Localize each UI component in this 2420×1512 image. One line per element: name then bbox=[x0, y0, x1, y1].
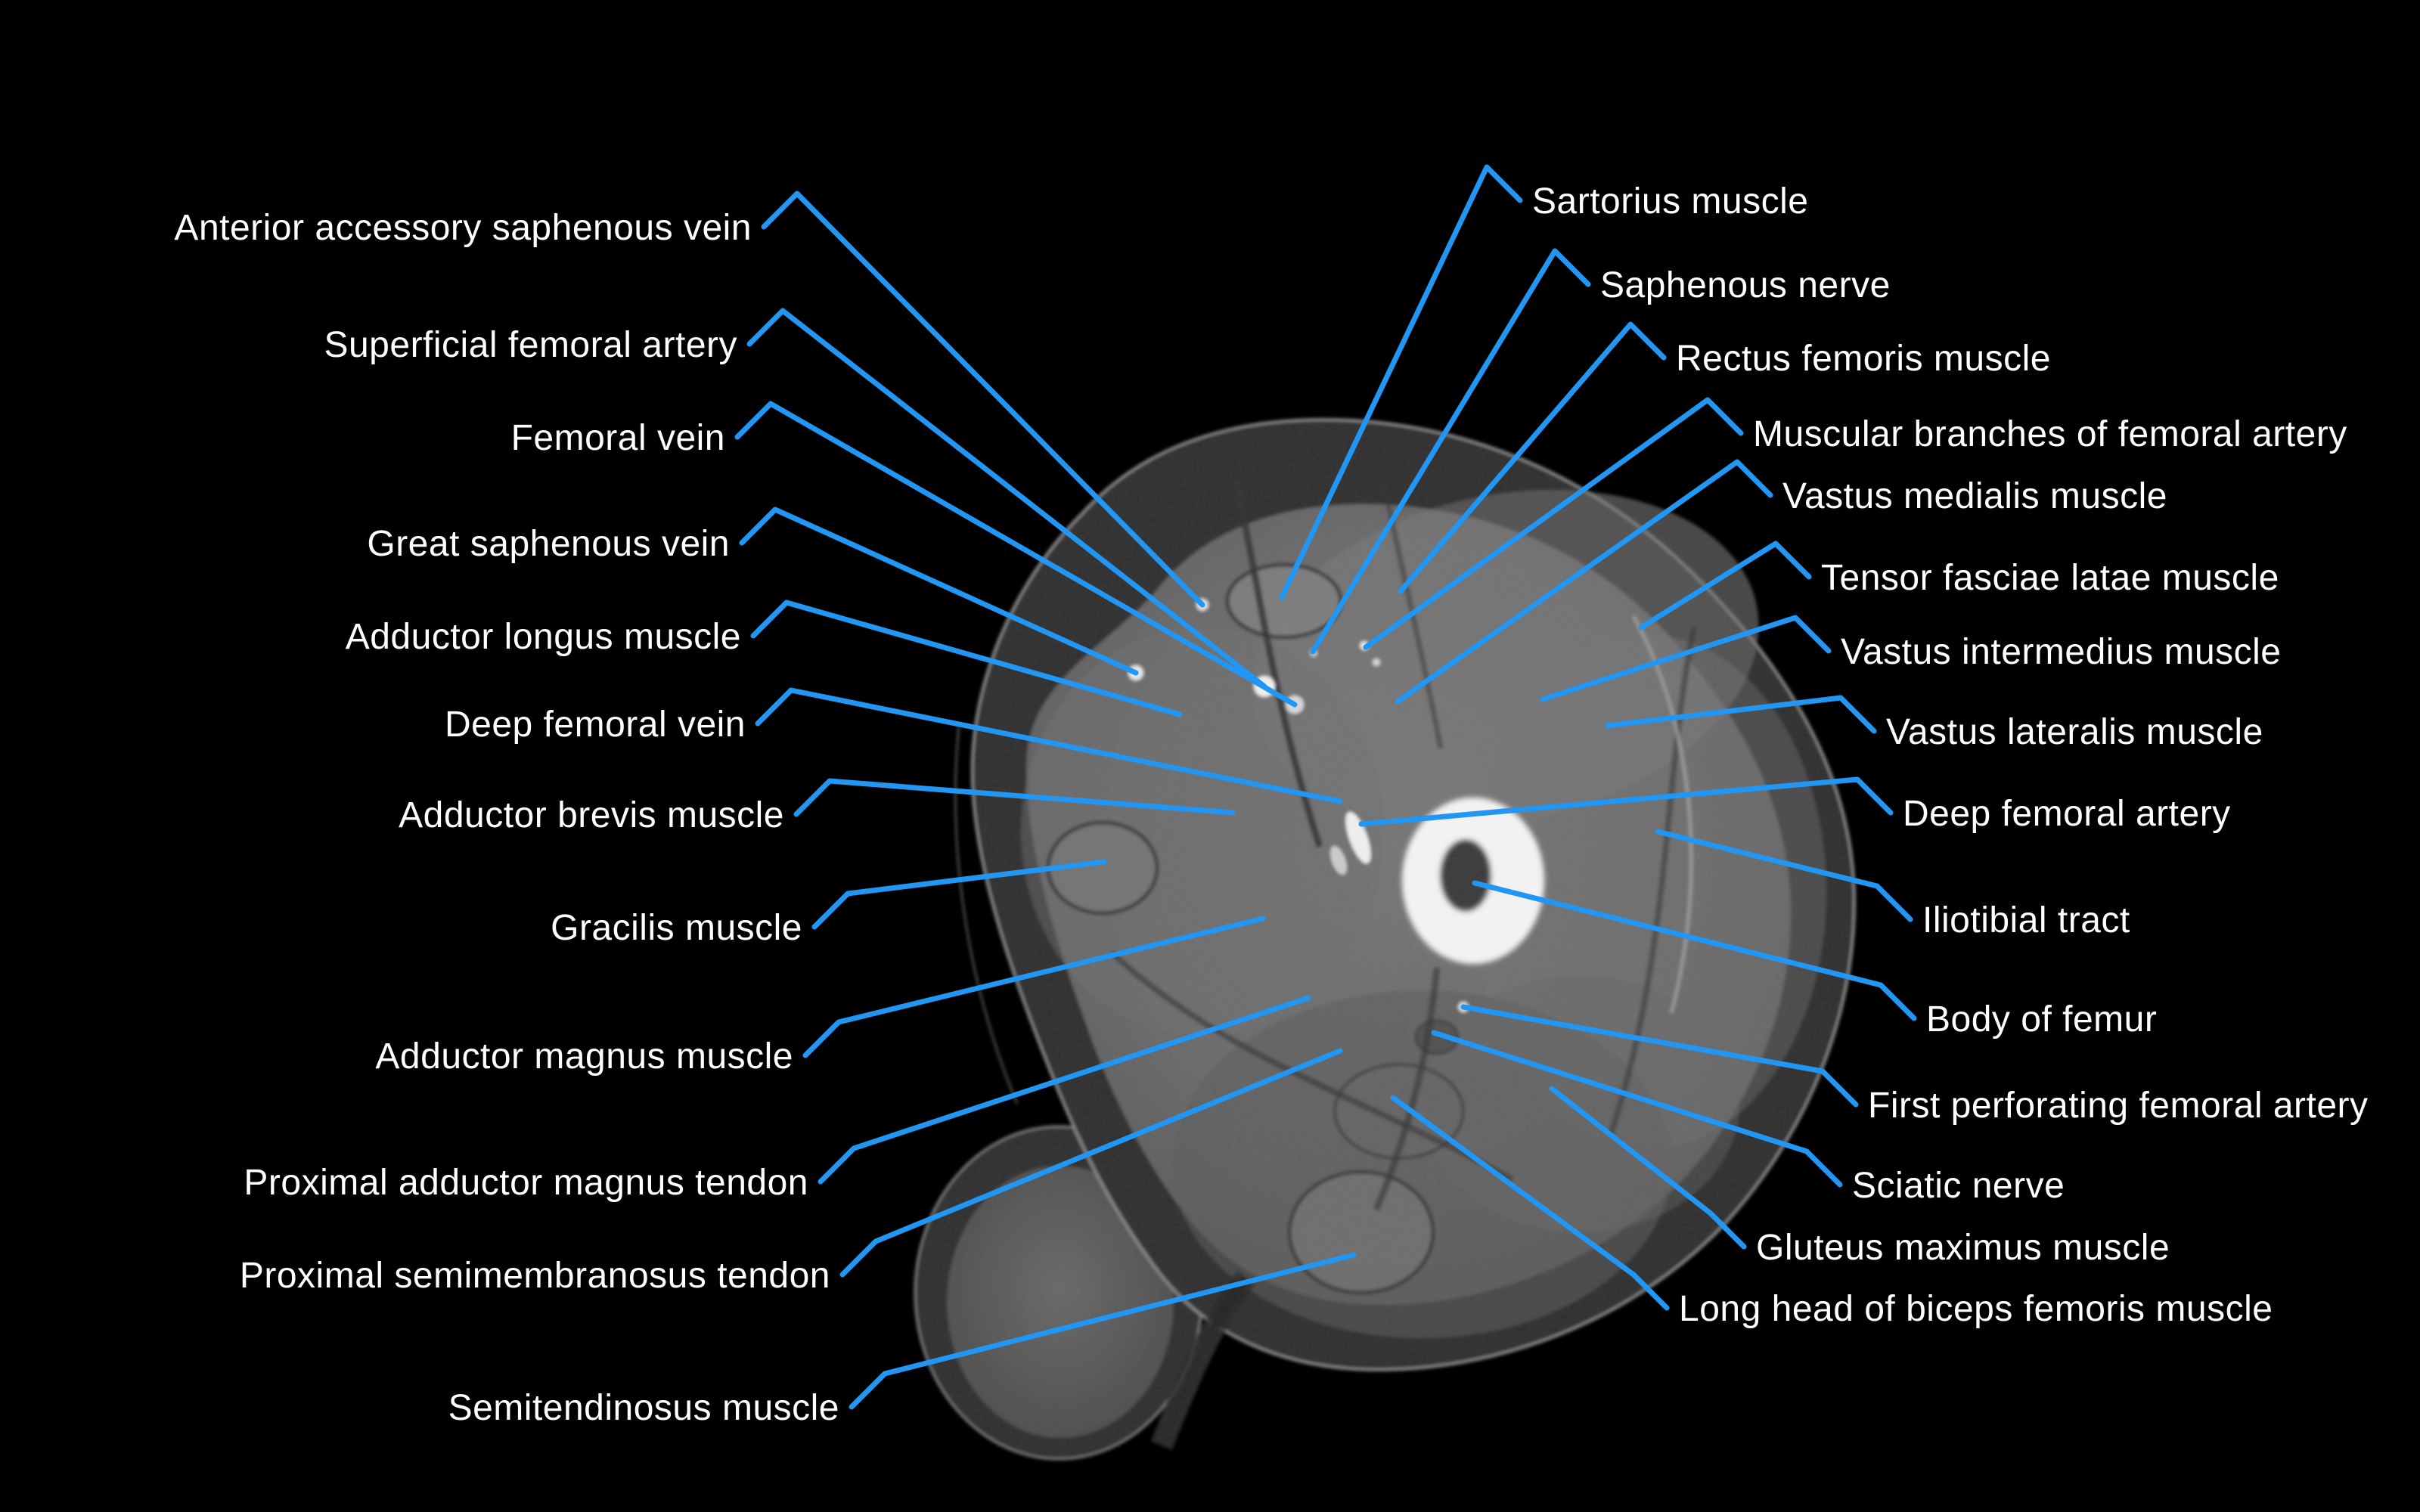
leader-line-vastus-intermedius-muscle bbox=[1540, 615, 1832, 702]
sartorius-muscle-shape bbox=[1225, 562, 1343, 640]
leader-line-vastus-medialis-muscle bbox=[1395, 459, 1773, 705]
leader-line-semitendinosus-muscle bbox=[849, 1252, 1357, 1410]
label-great-saphenous-vein: Great saphenous vein bbox=[367, 524, 730, 564]
leader-line-adductor-longus-muscle bbox=[750, 600, 1183, 717]
leader-line-deep-femoral-artery bbox=[1358, 776, 1894, 827]
label-superficial-femoral-artery: Superficial femoral artery bbox=[324, 325, 737, 365]
label-femoral-vein: Femoral vein bbox=[511, 418, 725, 458]
label-sciatic-nerve: Sciatic nerve bbox=[1852, 1166, 2065, 1206]
label-body-of-femur: Body of femur bbox=[1926, 999, 2157, 1040]
gluteal-crease bbox=[1151, 1270, 1255, 1450]
leader-line-gluteus-maximus-muscle bbox=[1549, 1086, 1747, 1250]
label-deep-femoral-vein: Deep femoral vein bbox=[445, 705, 746, 745]
leader-line-body-of-femur bbox=[1472, 880, 1917, 1021]
leader-line-first-perforating-femoral-artery bbox=[1460, 1004, 1859, 1108]
label-gluteus-maximus-muscle: Gluteus maximus muscle bbox=[1756, 1228, 2170, 1268]
leader-line-proximal-adductor-magnus-tendon bbox=[818, 995, 1311, 1185]
label-adductor-magnus-muscle: Adductor magnus muscle bbox=[375, 1036, 793, 1077]
leader-line-anterior-accessory-saphenous-vein bbox=[761, 191, 1205, 608]
label-vastus-intermedius-muscle: Vastus intermedius muscle bbox=[1841, 632, 2282, 672]
leader-line-sciatic-nerve bbox=[1431, 1030, 1843, 1188]
leader-line-adductor-brevis-muscle bbox=[793, 778, 1236, 817]
label-deep-femoral-artery: Deep femoral artery bbox=[1903, 794, 2231, 834]
femur bbox=[1402, 798, 1544, 964]
label-vastus-medialis-muscle: Vastus medialis muscle bbox=[1782, 476, 2167, 516]
leader-line-saphenous-nerve bbox=[1310, 248, 1591, 655]
muscular-branch-dot-2 bbox=[1373, 658, 1380, 666]
leader-line-great-saphenous-vein bbox=[739, 507, 1139, 676]
deep-femoral-vein-streak bbox=[1330, 845, 1347, 875]
label-sartorius-muscle: Sartorius muscle bbox=[1532, 181, 1808, 222]
leader-line-sartorius-muscle bbox=[1279, 164, 1523, 600]
label-proximal-semimembranosus-tendon: Proximal semimembranosus tendon bbox=[240, 1256, 830, 1296]
label-tensor-fasciae-latae-muscle: Tensor fasciae latae muscle bbox=[1821, 558, 2279, 598]
leader-line-iliotibial-tract bbox=[1655, 829, 1913, 922]
leader-line-vastus-lateralis-muscle bbox=[1604, 695, 1877, 734]
leader-line-rectus-femoris-muscle bbox=[1398, 321, 1667, 594]
label-semitendinosus-muscle: Semitendinosus muscle bbox=[448, 1388, 839, 1428]
label-saphenous-nerve: Saphenous nerve bbox=[1600, 265, 1891, 305]
label-first-perforating-femoral-artery: First perforating femoral artery bbox=[1868, 1086, 2369, 1126]
leader-line-gracilis-muscle bbox=[811, 859, 1107, 930]
label-long-head-of-biceps-femoris-muscle: Long head of biceps femoris muscle bbox=[1679, 1289, 2273, 1329]
femur-marrow bbox=[1440, 839, 1491, 912]
label-vastus-lateralis-muscle: Vastus lateralis muscle bbox=[1886, 712, 2263, 752]
label-proximal-adductor-magnus-tendon: Proximal adductor magnus tendon bbox=[244, 1163, 808, 1203]
leader-line-tensor-fasciae-latae-muscle bbox=[1638, 541, 1812, 631]
deep-femoral-artery-streak bbox=[1345, 811, 1371, 864]
label-anterior-accessory-saphenous-vein: Anterior accessory saphenous vein bbox=[174, 208, 752, 248]
leader-line-femoral-vein bbox=[734, 401, 1298, 708]
medial-skin-fold bbox=[954, 725, 1019, 1105]
annotation-layer: Anterior accessory saphenous veinSuperfi… bbox=[174, 164, 2369, 1428]
ct-scan-image bbox=[914, 418, 1856, 1461]
label-rectus-femoris-muscle: Rectus femoris muscle bbox=[1676, 339, 2051, 379]
leader-line-proximal-semimembranosus-tendon bbox=[839, 1048, 1343, 1278]
leader-line-adductor-magnus-muscle bbox=[802, 916, 1266, 1058]
label-adductor-longus-muscle: Adductor longus muscle bbox=[346, 617, 741, 657]
label-adductor-brevis-muscle: Adductor brevis muscle bbox=[399, 795, 784, 835]
leader-line-long-head-of-biceps-femoris-muscle bbox=[1390, 1095, 1670, 1311]
label-iliotibial-tract: Iliotibial tract bbox=[1922, 900, 2130, 940]
label-muscular-branches-of-femoral-artery: Muscular branches of femoral artery bbox=[1753, 414, 2347, 454]
leader-line-deep-femoral-vein bbox=[755, 687, 1343, 804]
label-gracilis-muscle: Gracilis muscle bbox=[551, 908, 802, 948]
semitendinosus-muscle-shape bbox=[1287, 1170, 1435, 1295]
leader-line-superficial-femoral-artery bbox=[746, 308, 1267, 689]
leader-line-muscular-branches-of-femoral-artery bbox=[1363, 397, 1744, 650]
